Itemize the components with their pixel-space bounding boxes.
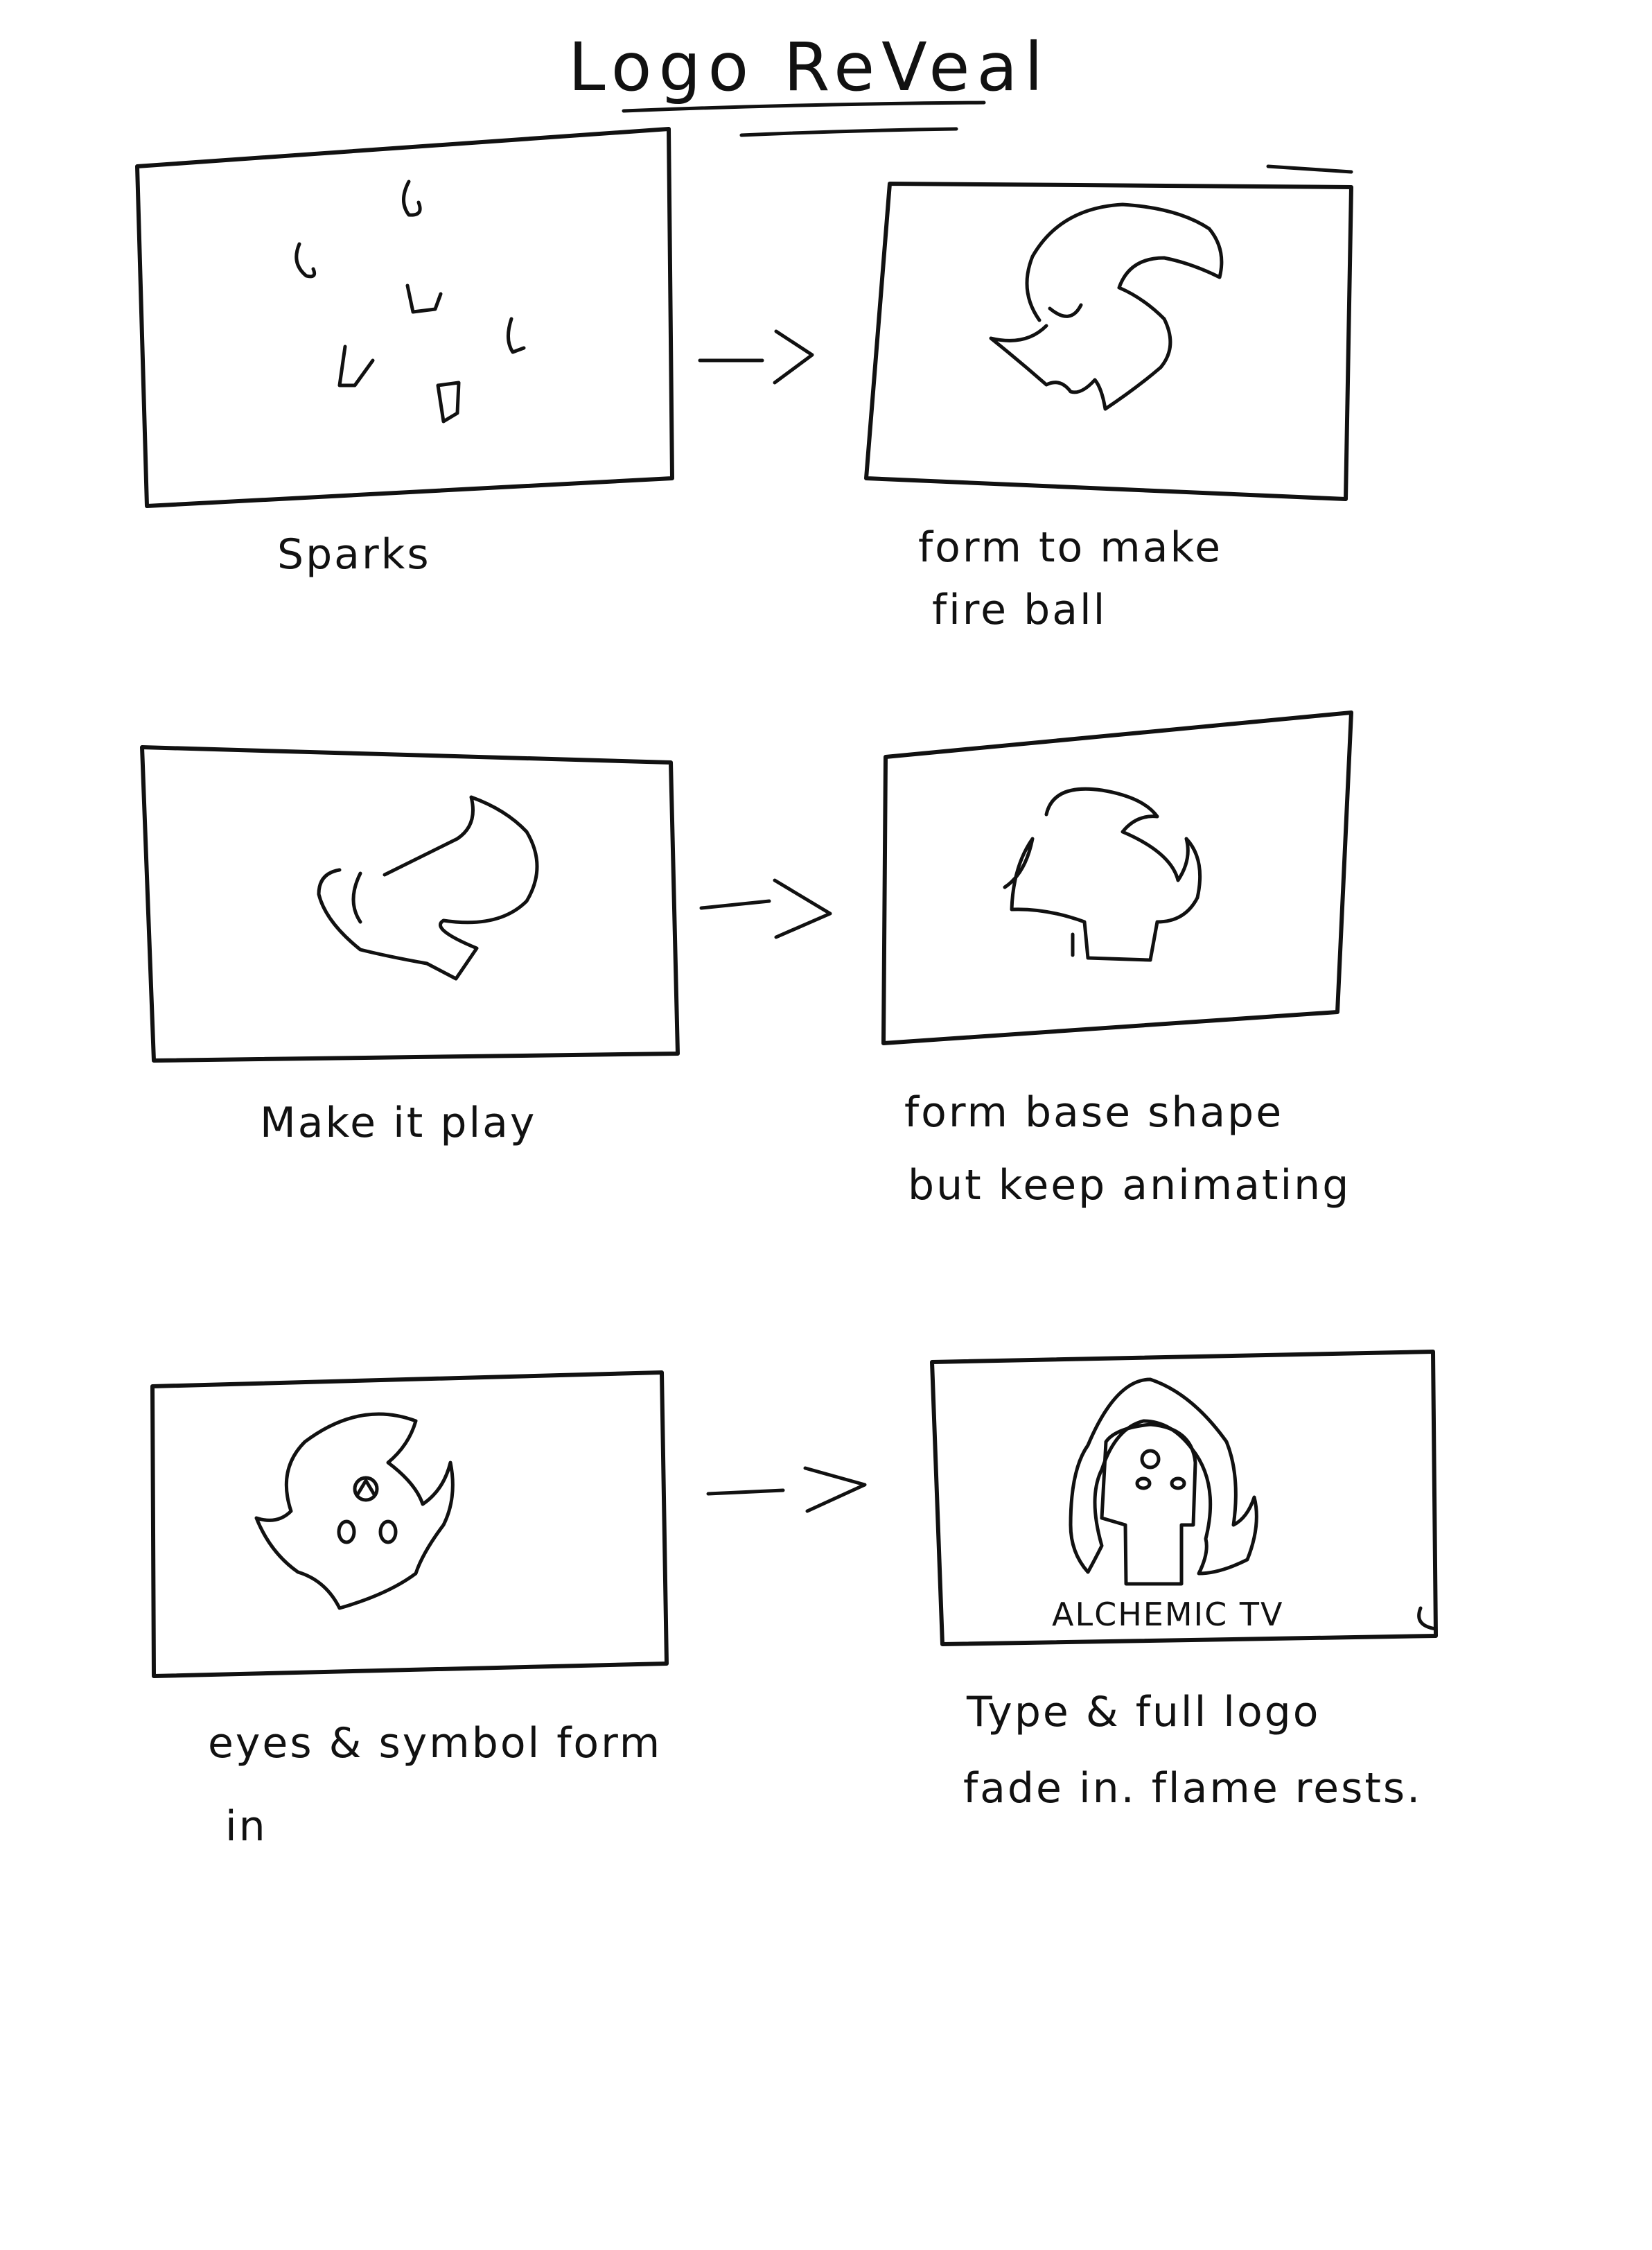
panel-3: Make it play: [140, 745, 680, 1147]
full-logo: ALCHEMIC TV: [1052, 1377, 1283, 1633]
base-flame-shape: [1003, 787, 1202, 962]
panel-5-caption-line-1: eyes & symbol form: [208, 1719, 662, 1768]
arrow-right-icon: [699, 899, 771, 910]
spark-icon: [337, 345, 375, 387]
spark-icon: [436, 381, 461, 424]
eye-icon: [1135, 1476, 1152, 1490]
arrow-head-icon: [773, 329, 814, 385]
spark-icons: [295, 180, 526, 424]
panel-1: Sparks: [135, 127, 674, 579]
arrow-1: [698, 329, 814, 385]
panel-6-frame: [930, 1350, 1438, 1646]
panel-2-frame-overhang: [1266, 164, 1353, 174]
title: Logo ReVeal: [568, 28, 1050, 106]
logo-head-shape: [1100, 1422, 1197, 1586]
arrow-3: [706, 1466, 867, 1513]
arrow-head-icon: [803, 1466, 867, 1513]
panel-4-frame: [881, 710, 1353, 1045]
panel-1-frame: [135, 127, 674, 508]
panel-5: eyes & symbol form in: [150, 1370, 669, 1851]
title-underline-2: [739, 127, 958, 137]
playful-flame-shape: [317, 795, 539, 981]
playful-flame-detail: [351, 871, 362, 924]
title-block: Logo ReVeal: [568, 28, 1050, 137]
spark-icon: [402, 180, 422, 217]
panel-6-caption-line-2: fade in. flame rests.: [963, 1764, 1422, 1813]
arrow-2: [699, 878, 832, 939]
panel-5-frame: [150, 1370, 669, 1678]
panel-2-caption-line-1: form to make: [918, 523, 1222, 572]
symbol-icon: [1140, 1449, 1161, 1470]
eye-icon: [337, 1519, 356, 1544]
arrow-right-icon: [706, 1488, 785, 1496]
emblem-flame-shape: [254, 1412, 455, 1610]
fireball-shape: [989, 202, 1224, 411]
arrow-head-icon: [773, 878, 832, 939]
panel-3-frame: [140, 745, 680, 1063]
panel-1-caption: Sparks: [277, 530, 431, 579]
panel-4: form base shape but keep animating: [881, 710, 1353, 1210]
panel-6: ALCHEMIC TV Type & full logo fade in. fl…: [930, 1350, 1438, 1813]
panel-2: form to make fire ball: [864, 164, 1353, 634]
spark-icon: [295, 242, 317, 279]
panel-2-caption-line-2: fire ball: [932, 586, 1107, 634]
panel-3-caption: Make it play: [260, 1099, 536, 1147]
logo-flame-shape: [1069, 1377, 1258, 1576]
logo-text: ALCHEMIC TV: [1052, 1596, 1283, 1633]
fireball-inner-stroke: [1048, 303, 1083, 318]
panel-4-caption-line-2: but keep animating: [908, 1161, 1351, 1210]
panel-6-caption-line-1: Type & full logo: [966, 1688, 1320, 1736]
title-underline: [622, 101, 986, 113]
spark-icon: [507, 317, 526, 354]
symbol-mark: [355, 1479, 376, 1497]
panel-6-frame-curl: [1417, 1606, 1438, 1631]
eye-icon: [378, 1519, 398, 1544]
panel-2-frame: [864, 182, 1353, 501]
symbol-icon: [353, 1476, 379, 1502]
panel-4-caption-line-1: form base shape: [904, 1088, 1283, 1137]
eye-icon: [1170, 1476, 1186, 1490]
panel-5-caption-line-2: in: [225, 1802, 267, 1851]
spark-icon: [405, 284, 443, 314]
